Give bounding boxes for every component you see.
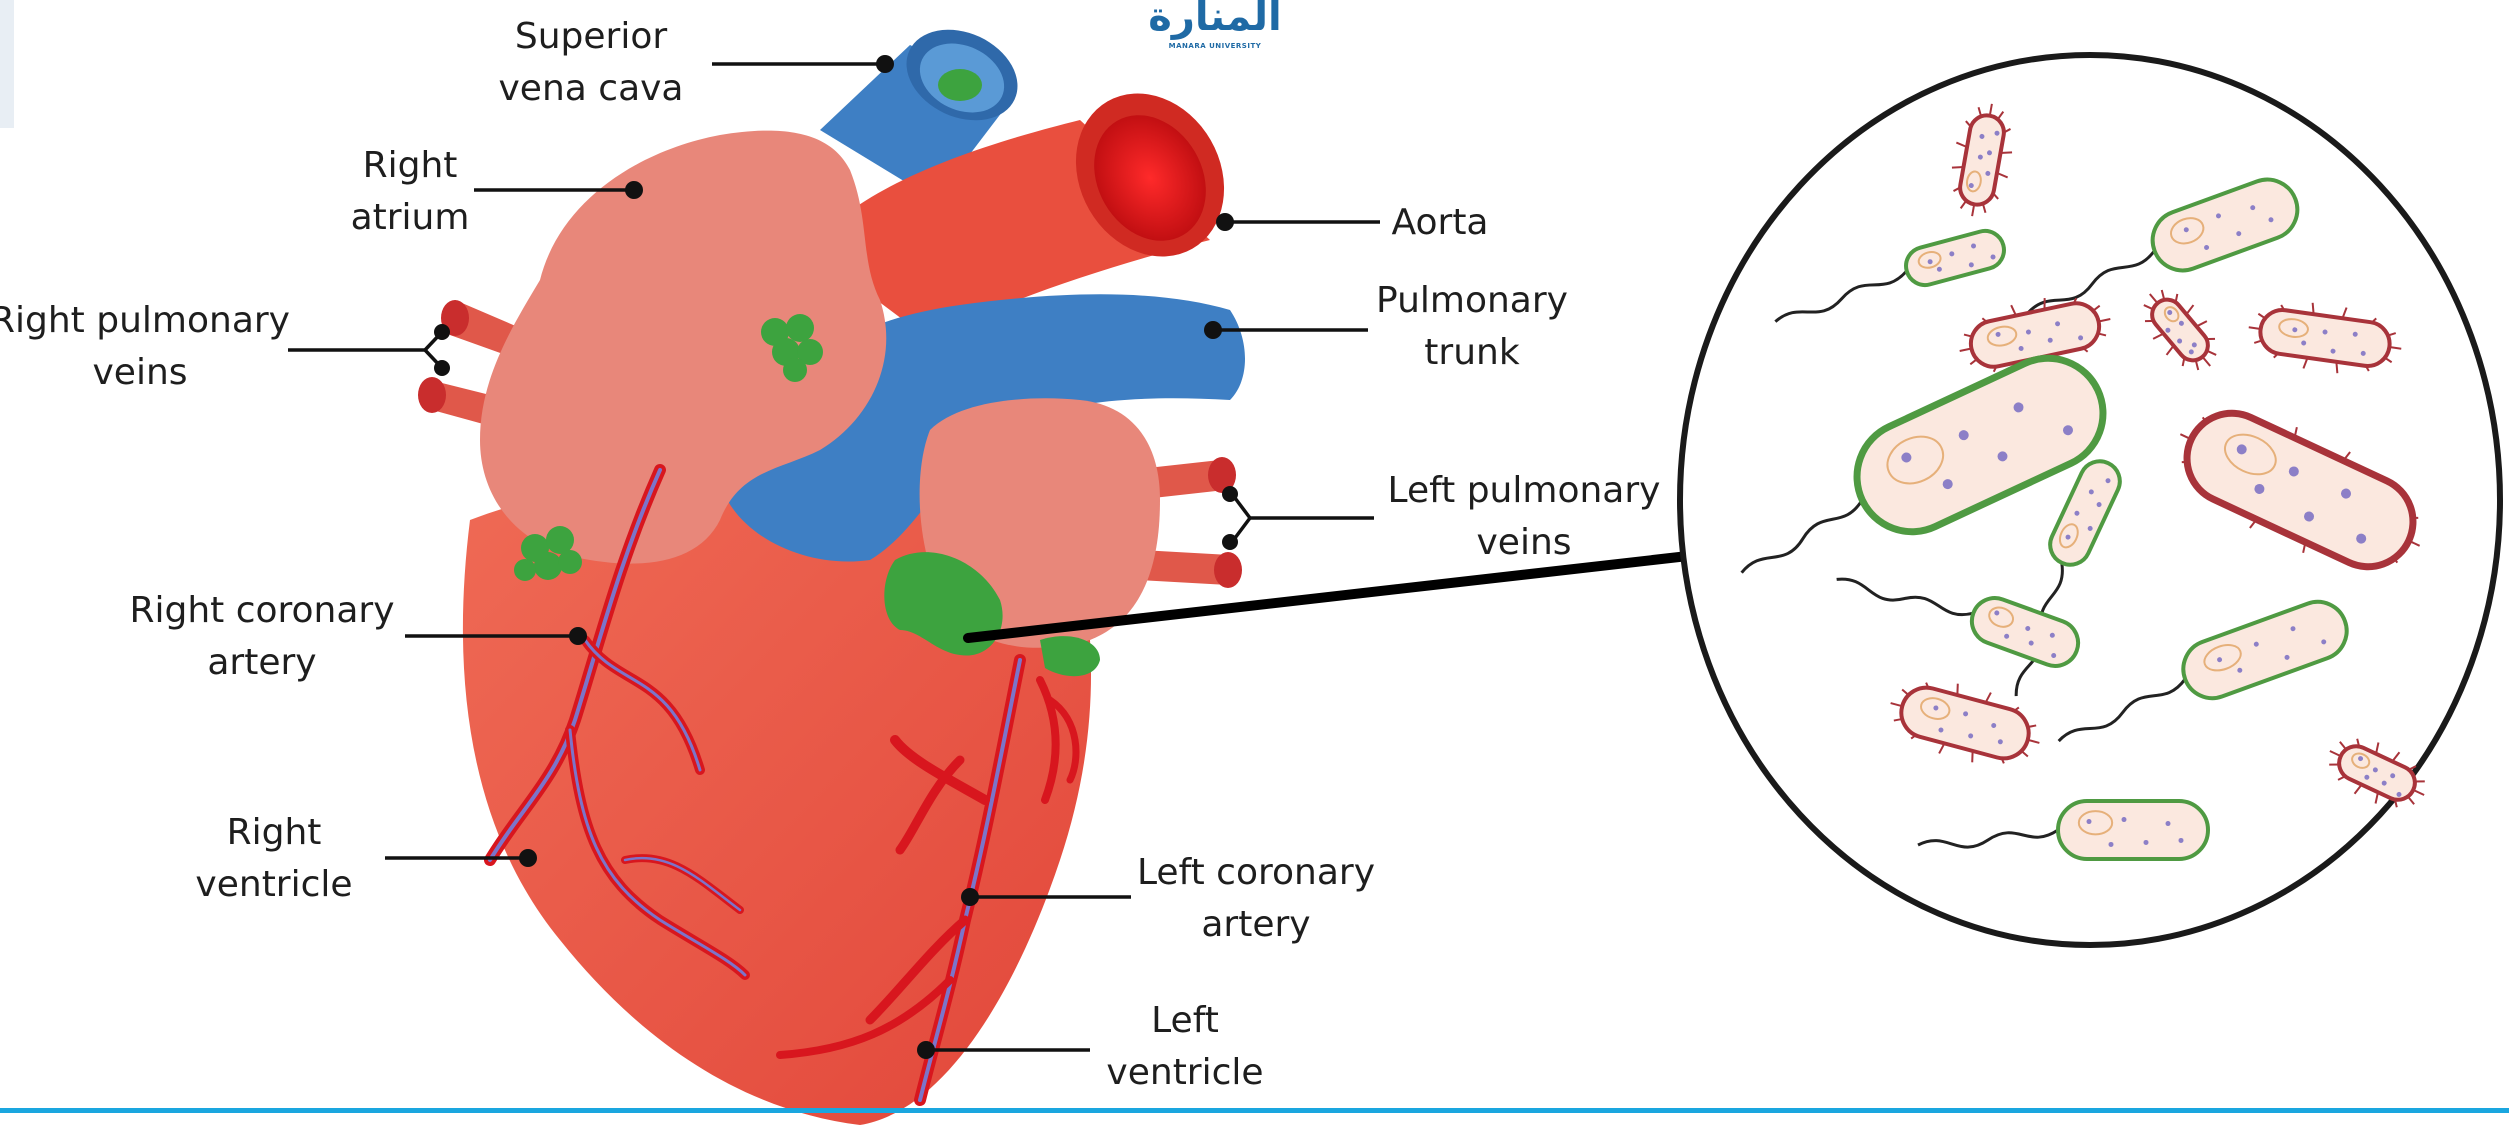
ribosome-dot xyxy=(2109,842,2114,847)
ribosome-dot xyxy=(2166,821,2171,826)
label-left-ventricle-2: ventricle xyxy=(1106,1052,1263,1093)
label-right-coronary-artery-1: Right coronary xyxy=(129,590,394,631)
label-right-ventricle-2: ventricle xyxy=(195,864,352,905)
label-pulmonary-trunk-1: Pulmonary xyxy=(1376,280,1568,321)
ribosome-dot xyxy=(2179,838,2184,843)
ribosome-dot xyxy=(2144,840,2149,845)
label-right-pulmonary-veins-2: veins xyxy=(92,352,187,393)
label-right-atrium-1: Right xyxy=(363,145,458,186)
label-right-coronary-artery-2: artery xyxy=(207,642,316,683)
label-pulmonary-trunk-2: trunk xyxy=(1424,332,1520,373)
manara-university-logo: المنارة MANARA UNIVERSITY xyxy=(1148,0,1282,50)
label-right-atrium-2: atrium xyxy=(351,197,470,238)
corner-panel xyxy=(0,0,14,128)
logo-english-text: MANARA UNIVERSITY xyxy=(1169,42,1262,50)
label-left-pulmonary-veins-2: veins xyxy=(1476,522,1571,563)
label-superior-vena-cava-2: vena cava xyxy=(499,68,684,109)
ribosome-dot xyxy=(2087,819,2092,824)
bacterium-body xyxy=(2058,801,2208,859)
ribosome-dot xyxy=(2122,817,2127,822)
logo-arabic-text: المنارة xyxy=(1148,0,1282,40)
label-right-pulmonary-veins-1: Right pulmonary xyxy=(0,300,290,341)
label-aorta: Aorta xyxy=(1392,202,1489,243)
label-left-ventricle-1: Left xyxy=(1151,1000,1219,1041)
label-superior-vena-cava-1: Superior xyxy=(515,16,667,57)
heart-illustration xyxy=(418,12,1253,1125)
label-left-pulmonary-veins-1: Left pulmonary xyxy=(1388,470,1661,511)
magnified-bacteria-view xyxy=(1680,55,2500,945)
label-left-coronary-artery-1: Left coronary xyxy=(1137,852,1375,893)
label-right-ventricle-1: Right xyxy=(227,812,322,853)
label-left-coronary-artery-2: artery xyxy=(1201,904,1310,945)
bottom-rule xyxy=(0,1108,2509,1113)
